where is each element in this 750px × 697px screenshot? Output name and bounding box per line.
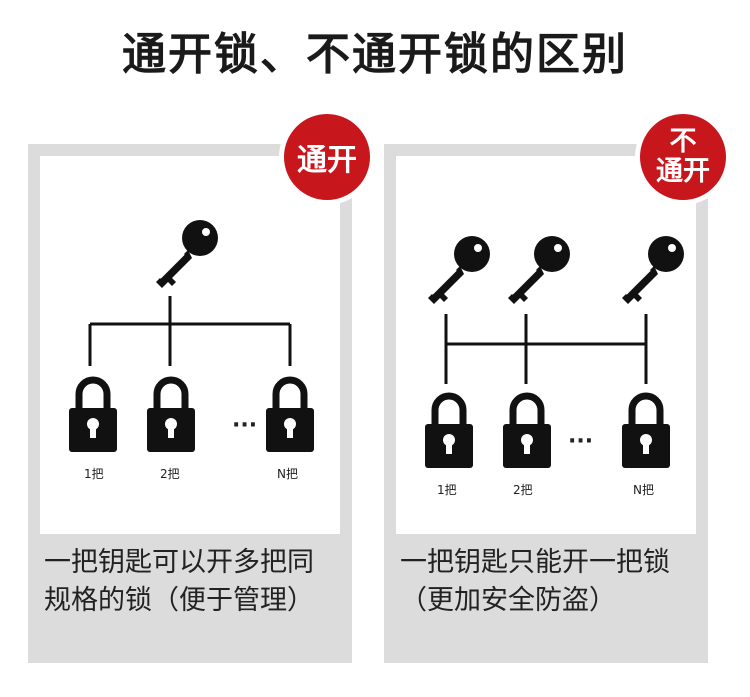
common-key-diagram: ··· 1把 2把 N把	[40, 219, 340, 481]
lock-label-1: 1把	[84, 467, 104, 481]
page-title: 通开锁、不通开锁的区别	[122, 29, 628, 80]
lock-icon	[147, 380, 195, 452]
key-icon	[427, 235, 491, 305]
lock-label-2: 2把	[513, 483, 533, 497]
connector-lines	[444, 314, 648, 384]
lock-icon	[622, 396, 670, 468]
key-icon	[507, 235, 571, 305]
description-line-1: 一把钥匙可以开多把同	[44, 547, 314, 578]
lock-icon	[425, 396, 473, 468]
lock-label-1: 1把	[437, 483, 457, 497]
ellipsis: ···	[232, 413, 257, 438]
lock-icon	[503, 396, 551, 468]
connector-lines	[88, 296, 292, 366]
unique-key-description: 一把钥匙只能开一把锁 （更加安全防盗）	[400, 544, 700, 620]
panel-unique-key: ··· 1把 2把 N把 一把钥匙只能开一把锁 （更加安全防盗）	[384, 144, 708, 663]
key-icon	[621, 235, 685, 305]
common-key-description: 一把钥匙可以开多把同 规格的锁（便于管理）	[44, 544, 344, 620]
lock-label-2: 2把	[160, 467, 180, 481]
lock-icon	[69, 380, 117, 452]
badge-text-line-1: 不	[669, 126, 697, 157]
description-line-2: 规格的锁（便于管理）	[44, 585, 314, 616]
lock-label-n: N把	[633, 483, 654, 497]
badge-text-line-2: 通开	[656, 156, 710, 187]
ellipsis: ···	[568, 429, 593, 454]
key-icon	[155, 219, 219, 289]
panel-common-key: ··· 1把 2把 N把 一把钥匙可以开多把同 规格的锁（便于管理）	[28, 144, 352, 663]
description-line-1: 一把钥匙只能开一把锁	[400, 547, 670, 578]
badge-not-common: 不 通开	[635, 109, 731, 205]
badge-text: 通开	[297, 143, 357, 178]
lock-icon	[266, 380, 314, 452]
panel-unique-key-diagram-area: ··· 1把 2把 N把	[396, 156, 696, 534]
panel-common-key-diagram-area: ··· 1把 2把 N把	[40, 156, 340, 534]
description-line-2: （更加安全防盗）	[400, 585, 616, 616]
lock-label-n: N把	[277, 467, 298, 481]
unique-key-diagram: ··· 1把 2把 N把	[396, 235, 685, 497]
badge-common: 通开	[279, 109, 375, 205]
